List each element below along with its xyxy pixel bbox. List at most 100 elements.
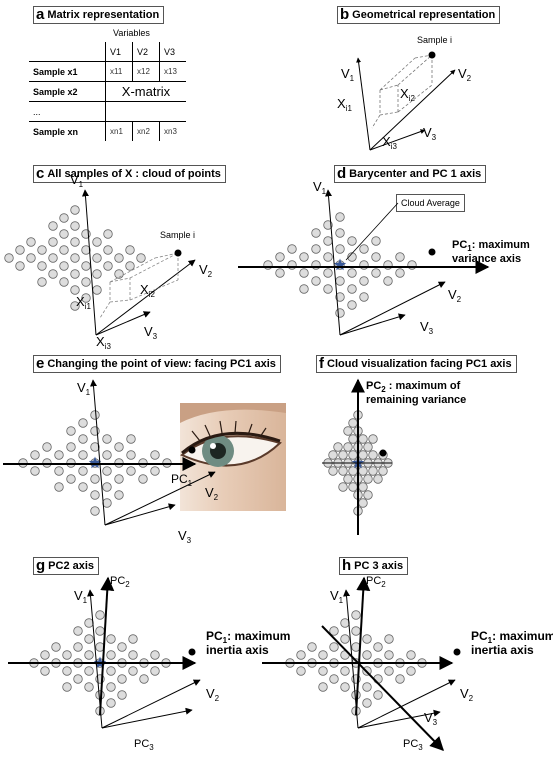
sample-point <box>84 682 94 692</box>
sample-point <box>70 253 80 263</box>
sample-point <box>26 253 36 263</box>
sample-point <box>323 252 333 262</box>
sample-point <box>59 229 69 239</box>
sample-point <box>318 666 328 676</box>
sample-point <box>103 245 113 255</box>
panel-letter: d <box>337 165 347 182</box>
axis-v2 <box>101 679 201 729</box>
sample-point <box>92 269 102 279</box>
sample-point <box>114 442 124 452</box>
sample-point <box>150 466 160 476</box>
sample-point <box>333 442 343 452</box>
variables-label: Variables <box>113 28 150 38</box>
matrix-row: Sample x2 X-matrix <box>29 81 186 102</box>
axis-v3 <box>101 707 193 729</box>
matrix-row: Sample xn xn1 xn2 xn3 <box>29 121 186 141</box>
panel-letter: h <box>342 557 352 574</box>
sample-point <box>340 682 350 692</box>
pc2-label: PC2 <box>366 575 386 589</box>
sample-point <box>395 268 405 278</box>
sample-point <box>368 466 378 476</box>
sample-point <box>362 650 372 660</box>
sample-point <box>343 442 353 452</box>
sample-point <box>95 610 105 620</box>
sample-point <box>81 277 91 287</box>
sample-point <box>26 237 36 247</box>
sample-point <box>59 261 69 271</box>
sample-point <box>311 228 321 238</box>
axis-v3 <box>357 709 441 729</box>
sample-point <box>275 252 285 262</box>
sample-point <box>347 236 357 246</box>
sample-point <box>318 650 328 660</box>
sample-point <box>338 450 348 460</box>
v3-label: V3 <box>178 528 192 545</box>
pc1-label-line2: inertia axis <box>471 643 534 657</box>
pc2-axis <box>355 576 371 716</box>
sample-point <box>358 498 368 508</box>
sample-point <box>299 284 309 294</box>
sample-point <box>335 276 345 286</box>
panel-letter: e <box>36 355 45 372</box>
sample-point <box>348 450 358 460</box>
sample-point <box>106 698 116 708</box>
sample-i-label: Sample i <box>160 230 195 240</box>
sample-point <box>30 450 40 460</box>
axis-v1 <box>325 189 341 336</box>
sample-point <box>48 221 58 231</box>
sample-point <box>90 474 100 484</box>
sample-point <box>343 426 353 436</box>
sample-point <box>371 236 381 246</box>
sample-point <box>373 642 383 652</box>
sample-point <box>59 245 69 255</box>
sample-point <box>296 666 306 676</box>
sample-point <box>323 284 333 294</box>
sample-point <box>139 674 149 684</box>
matrix-row: Sample x1 x11 x12 x13 <box>29 61 186 82</box>
sample-point <box>117 690 127 700</box>
sample-point <box>348 434 358 444</box>
sample-point <box>348 482 358 492</box>
sample-point <box>48 269 58 279</box>
sample-point <box>335 212 345 222</box>
sample-point <box>102 450 112 460</box>
sample-point <box>348 466 358 476</box>
sample-point <box>358 466 368 476</box>
sample-point <box>15 261 25 271</box>
pc3-label: PC3 <box>403 738 423 752</box>
sample-point <box>384 666 394 676</box>
panel-title-text: Barycenter and PC 1 axis <box>349 168 482 180</box>
barycenter-star <box>88 456 102 469</box>
sample-point <box>103 261 113 271</box>
matrix-cell: xn2 <box>132 121 160 141</box>
sample-point <box>66 442 76 452</box>
sample-point <box>299 268 309 278</box>
sample-point <box>335 244 345 254</box>
sample-point <box>323 236 333 246</box>
sample-point <box>275 268 285 278</box>
sample-point <box>150 650 160 660</box>
matrix-cell <box>105 101 186 122</box>
sample-point <box>384 650 394 660</box>
x-matrix-table: V1 V2 V3 Sample x1 x11 x12 x13 Sample x2… <box>29 42 186 141</box>
x-matrix-label: X-matrix <box>105 81 186 102</box>
axis-v2 <box>369 69 456 151</box>
point-cloud <box>4 205 146 311</box>
sample-point <box>102 482 112 492</box>
sample-point <box>351 626 361 636</box>
sample-point <box>329 674 339 684</box>
sample-point <box>383 276 393 286</box>
pc1-label-line2: inertia axis <box>206 643 269 657</box>
sample-point <box>15 245 25 255</box>
matrix-row: ... <box>29 101 186 122</box>
sample-point <box>114 490 124 500</box>
sample-point <box>78 482 88 492</box>
sample-point <box>66 474 76 484</box>
sample-i-point <box>174 249 182 257</box>
sample-point <box>54 482 64 492</box>
sample-point <box>347 300 357 310</box>
point-cloud <box>263 212 417 318</box>
